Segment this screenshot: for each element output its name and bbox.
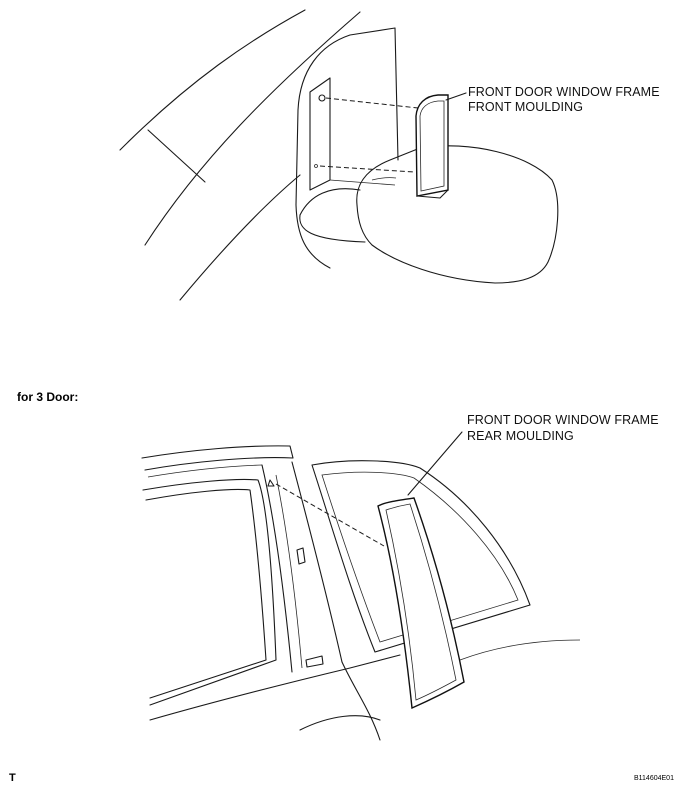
- section-label-3-door: for 3 Door:: [17, 390, 79, 404]
- mirror-base-top: [299, 188, 361, 216]
- lower-install-guide: [319, 165, 415, 173]
- mounting-recess: [309, 77, 331, 191]
- b-pillar-bottom-clip: [305, 655, 324, 668]
- door-window-outer: [142, 478, 277, 706]
- b-pillar-left-edge: [261, 464, 293, 673]
- a-pillar-edge-line: [144, 11, 361, 246]
- door-frame-top: [297, 27, 396, 111]
- front-moulding-inner-edge: [419, 100, 445, 192]
- door-window-inner: [145, 488, 267, 699]
- rear-moulding-part: [377, 497, 465, 710]
- belt-line: [149, 654, 401, 721]
- roof-rail: [141, 445, 294, 471]
- b-pillar-right-edge: [291, 461, 343, 663]
- mirror-base-bottom: [299, 214, 366, 243]
- body-lower-curve: [179, 174, 301, 301]
- quarter-window-outer: [311, 460, 531, 653]
- corner-mark: T: [9, 772, 16, 784]
- upper-install-guide: [325, 97, 419, 109]
- quarter-window-inner: [321, 471, 519, 643]
- bottom-callout-label-line1: FRONT DOOR WINDOW FRAME: [467, 413, 659, 427]
- rear-install-guide: [275, 483, 385, 547]
- front-moulding-part: [415, 94, 449, 197]
- door-frame-rear: [394, 27, 399, 161]
- front-moulding-bottom-flange: [416, 189, 449, 199]
- wheel-arch-curve: [299, 715, 381, 731]
- roof-rail-inner-line: [147, 464, 263, 478]
- recess-bottom-line: [329, 179, 396, 186]
- top-callout-leader: [445, 92, 467, 101]
- rear-body-edge: [341, 661, 381, 741]
- mirror-housing: [356, 145, 559, 284]
- door-frame-left: [295, 109, 331, 269]
- upper-clip-hole: [318, 94, 326, 102]
- rear-body-line: [459, 639, 581, 661]
- bottom-callout-leader: [407, 431, 463, 496]
- bottom-callout-label-line2: REAR MOULDING: [467, 429, 574, 443]
- b-pillar-clip-mark: [267, 479, 275, 487]
- figure-code: B114604E01: [634, 775, 674, 782]
- lower-clip-hole: [314, 164, 318, 168]
- top-callout-label-line1: FRONT DOOR WINDOW FRAME: [468, 85, 660, 99]
- b-pillar-inner-line: [275, 474, 303, 669]
- windshield-edge-line: [119, 9, 306, 151]
- top-callout-label-line2: FRONT MOULDING: [468, 100, 584, 114]
- windshield-divider-line: [147, 129, 206, 183]
- mirror-arm-line: [371, 177, 397, 181]
- b-pillar-retainer: [296, 547, 306, 565]
- rear-moulding-inner-edge: [385, 503, 457, 701]
